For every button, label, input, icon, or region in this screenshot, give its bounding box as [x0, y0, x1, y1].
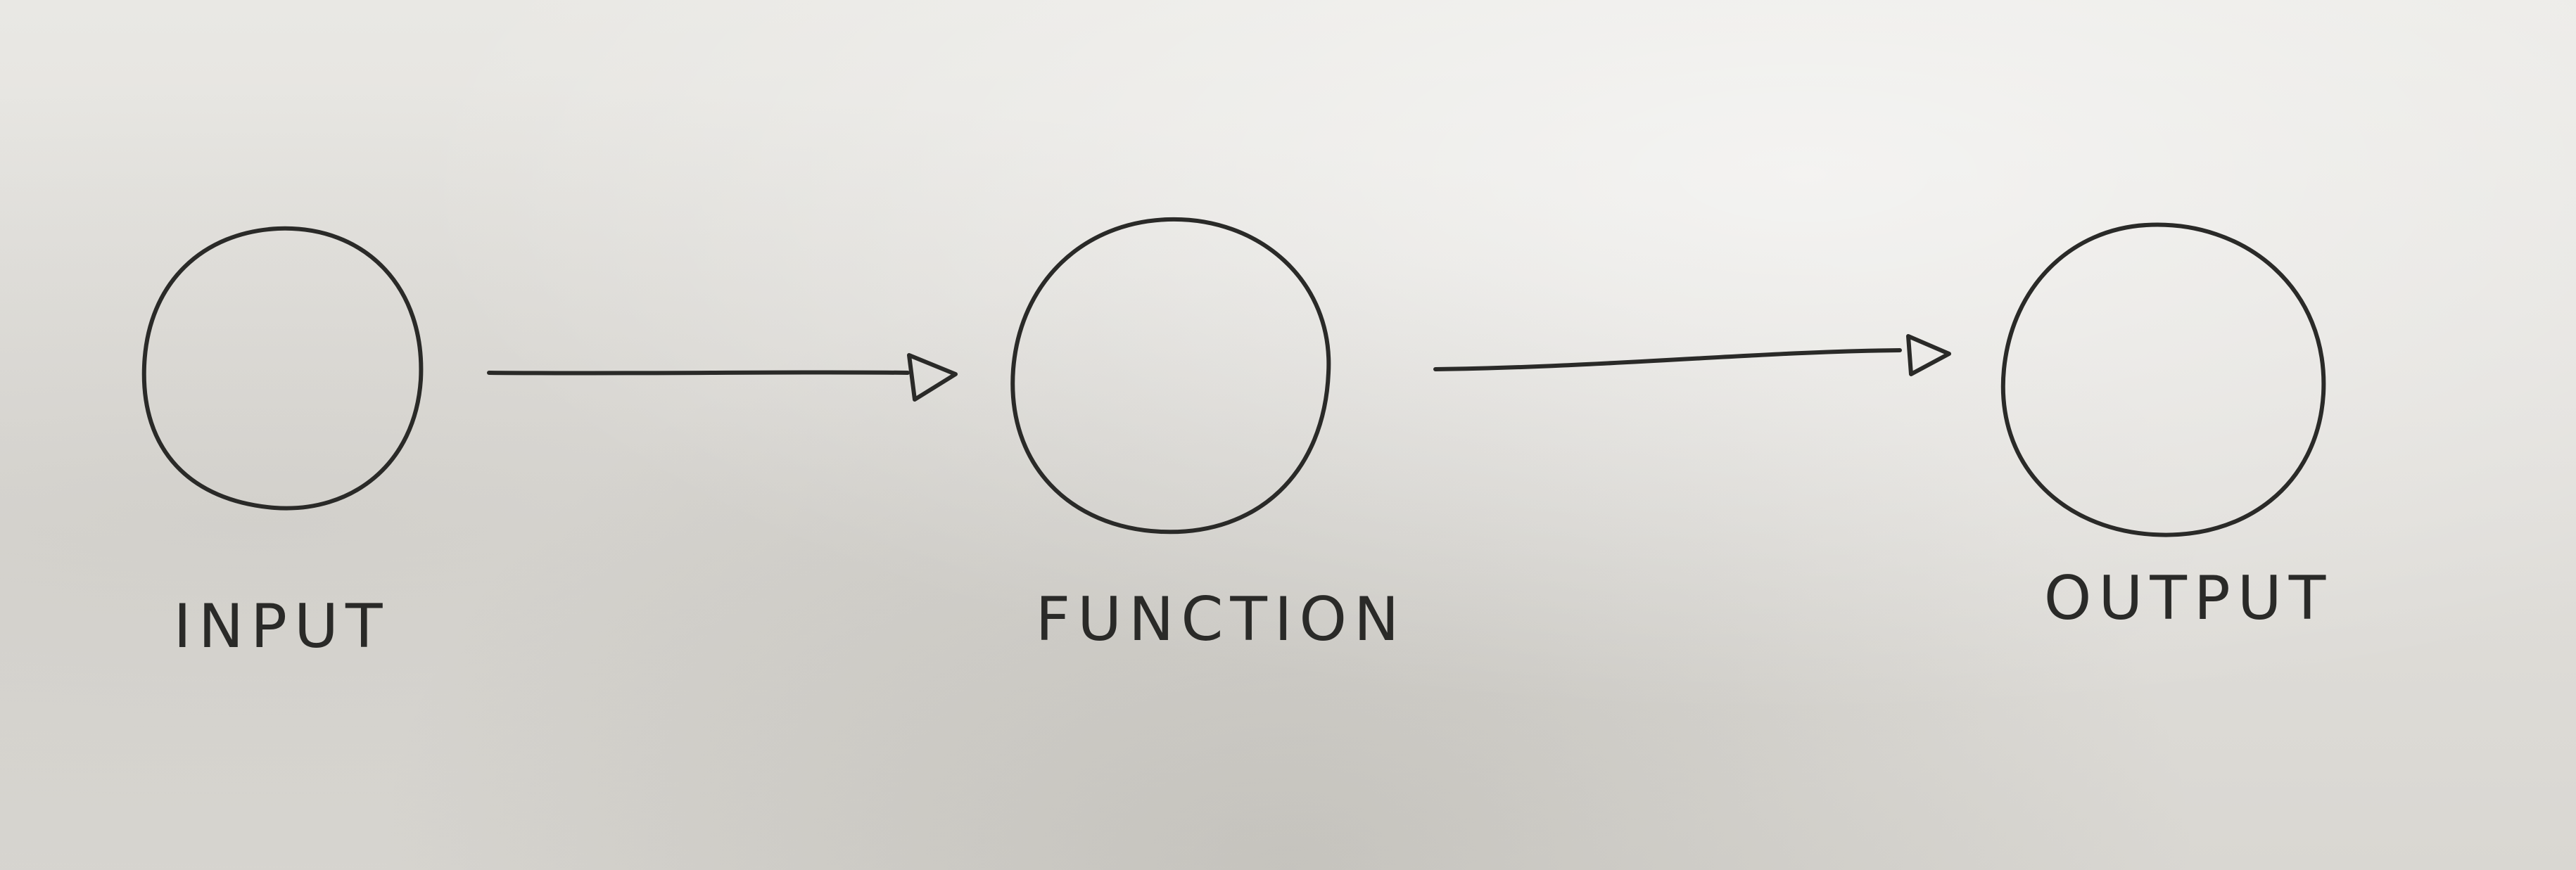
arrowhead-icon: [907, 353, 958, 402]
node-function: FUNCTION: [1010, 217, 1407, 655]
node-function-label: FUNCTION: [1036, 584, 1407, 655]
node-input-circle: [141, 226, 424, 511]
node-function-circle: [1010, 217, 1331, 535]
node-output-circle: [2000, 222, 2326, 537]
edge-input-to-function: [487, 353, 958, 402]
edge-function-to-output: [1433, 334, 1951, 376]
node-input-label: INPUT: [173, 591, 389, 662]
arrowhead-icon: [1906, 334, 1951, 376]
node-output: OUTPUT: [2000, 222, 2333, 634]
edge-function-to-output-line: [1433, 348, 1902, 371]
node-input: INPUT: [141, 226, 424, 662]
node-output-label: OUTPUT: [2044, 563, 2333, 634]
edge-input-to-function-line: [487, 370, 910, 376]
